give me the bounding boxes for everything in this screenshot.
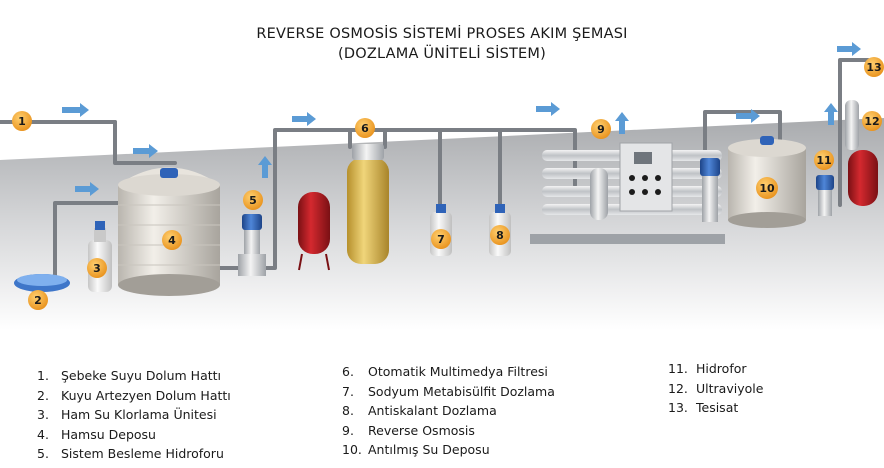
legend-item-9: 9. Reverse Osmosis [342,421,555,441]
badge-3-label: 3 [93,262,101,275]
badge-9-label: 9 [597,123,605,136]
badge-12: 12 [862,111,882,131]
legend-label: Ham Su Klorlama Ünitesi [61,407,217,423]
legend-num: 7. [342,383,354,399]
flow-arrow-1 [62,103,89,117]
badge-7-label: 7 [437,233,445,246]
legend-num: 2. [37,387,49,403]
multimedia-filter [347,144,389,264]
legend-column-1: 1. Şebeke Suyu Dolum Hattı 2. Kuyu Artezye… [37,366,231,464]
legend-item-6: 6. Otomatik Multimedya Filtresi [342,362,555,382]
legend-item-7: 7. Sodyum Metabisülfit Dozlama [342,382,555,402]
badge-5: 5 [243,190,263,210]
legend-num: 6. [342,364,354,379]
badge-8-label: 8 [496,229,504,242]
pressure-tank-red-right [848,150,878,206]
diagram-title-line1: REVERSE OSMOSİS SİSTEMİ PROSES AKIM ŞEMA… [256,26,628,42]
badge-6-label: 6 [361,122,369,135]
pipe-filter-to-ro [383,128,577,187]
badge-13: 13 [864,57,884,77]
flow-arrow-6 [292,112,316,126]
legend-label: Sistem Besleme Hidroforu [61,446,224,462]
badge-7: 7 [431,229,451,249]
legend-label: Antılmış Su Deposu [368,442,490,458]
legend-label: Hamsu Deposu [61,426,156,442]
legend-item-1: 1. Şebeke Suyu Dolum Hattı [37,366,231,386]
flow-arrow-6b [536,102,560,116]
pressure-tank-red [298,192,330,271]
legend-label: Reverse Osmosis [368,422,475,438]
badge-1-label: 1 [18,115,26,128]
legend-label: Kuyu Artezyen Dolum Hattı [61,387,231,403]
legend-item-2: 2. Kuyu Artezyen Dolum Hattı [37,386,231,406]
uv-sterilizer [845,100,859,150]
flow-arrows [62,42,861,196]
legend-label: Ultraviyole [696,380,764,396]
badge-1: 1 [12,111,32,131]
legend-num: 13. [668,400,688,416]
badge-6: 6 [355,118,375,138]
legend-num: 10. [342,442,362,458]
reverse-osmosis-skid [530,142,725,244]
badge-11: 11 [814,150,834,170]
badge-11-label: 11 [816,154,831,167]
badge-9: 9 [591,119,611,139]
badge-13-label: 13 [866,61,881,74]
legend-num: 5. [37,446,49,462]
legend-item-12: 12. Ultraviyole [668,379,763,399]
flow-arrow-13 [837,42,861,56]
legend-num: 1. [37,368,49,383]
legend-column-2: 6. Otomatik Multimedya Filtresi 7. Sodyum … [342,362,555,460]
legend-label: Tesisat [696,400,739,416]
legend-label: Hidrofor [696,361,747,376]
legend-label: Şebeke Suyu Dolum Hattı [61,368,222,383]
pipe-well-inlet [53,201,132,282]
legend-label: Sodyum Metabisülfit Dozlama [368,383,555,399]
legend-num: 11. [668,361,688,376]
flow-arrow-1b [133,144,158,158]
pipe-ro-to-tank [703,110,782,157]
diagram-title-line2: (DOZLAMA ÜNİTELİ SİSTEM) [338,46,546,62]
legend-num: 8. [342,403,354,419]
badge-10: 10 [756,177,778,199]
flow-arrow-9 [615,112,629,134]
badge-4: 4 [162,230,182,250]
number-badges: 1 2 3 4 5 6 7 8 9 10 11 12 13 [12,57,884,310]
booster-pump [816,175,834,216]
legend-column-3: 11. Hidrofor 12. Ultraviyole 13. Tesisat [668,359,763,418]
legend-item-3: 3. Ham Su Klorlama Ünitesi [37,405,231,425]
legend-item-13: 13. Tesisat [668,398,763,418]
legend-num: 12. [668,380,688,396]
badge-8: 8 [490,225,510,245]
badge-12-label: 12 [864,115,879,128]
badge-2: 2 [28,290,48,310]
flow-arrow-10 [736,109,760,123]
flow-arrow-11 [824,103,838,125]
pipe-network [0,58,870,282]
legend-num: 4. [37,426,49,442]
legend-item-8: 8. Antiskalant Dozlama [342,401,555,421]
feed-booster-pump [238,214,266,276]
legend-num: 9. [342,422,354,438]
legend-label: Otomatik Multimedya Filtresi [368,364,548,379]
badge-2-label: 2 [34,294,42,307]
badge-3: 3 [87,258,107,278]
legend-item-4: 4. Hamsu Deposu [37,425,231,445]
legend-label: Antiskalant Dozlama [368,403,497,419]
pipe-uv-line [838,58,870,207]
legend-item-11: 11. Hidrofor [668,359,763,379]
badge-4-label: 4 [168,234,176,247]
legend-num: 3. [37,407,49,423]
flow-arrow-5 [258,156,272,178]
badge-10-label: 10 [759,182,775,195]
flow-arrow-2 [75,182,99,196]
legend-item-5: 5. Sistem Besleme Hidroforu [37,444,231,464]
well-basin [14,274,70,292]
badge-5-label: 5 [249,194,257,207]
legend-item-10: 10. Antılmış Su Deposu [342,440,555,460]
